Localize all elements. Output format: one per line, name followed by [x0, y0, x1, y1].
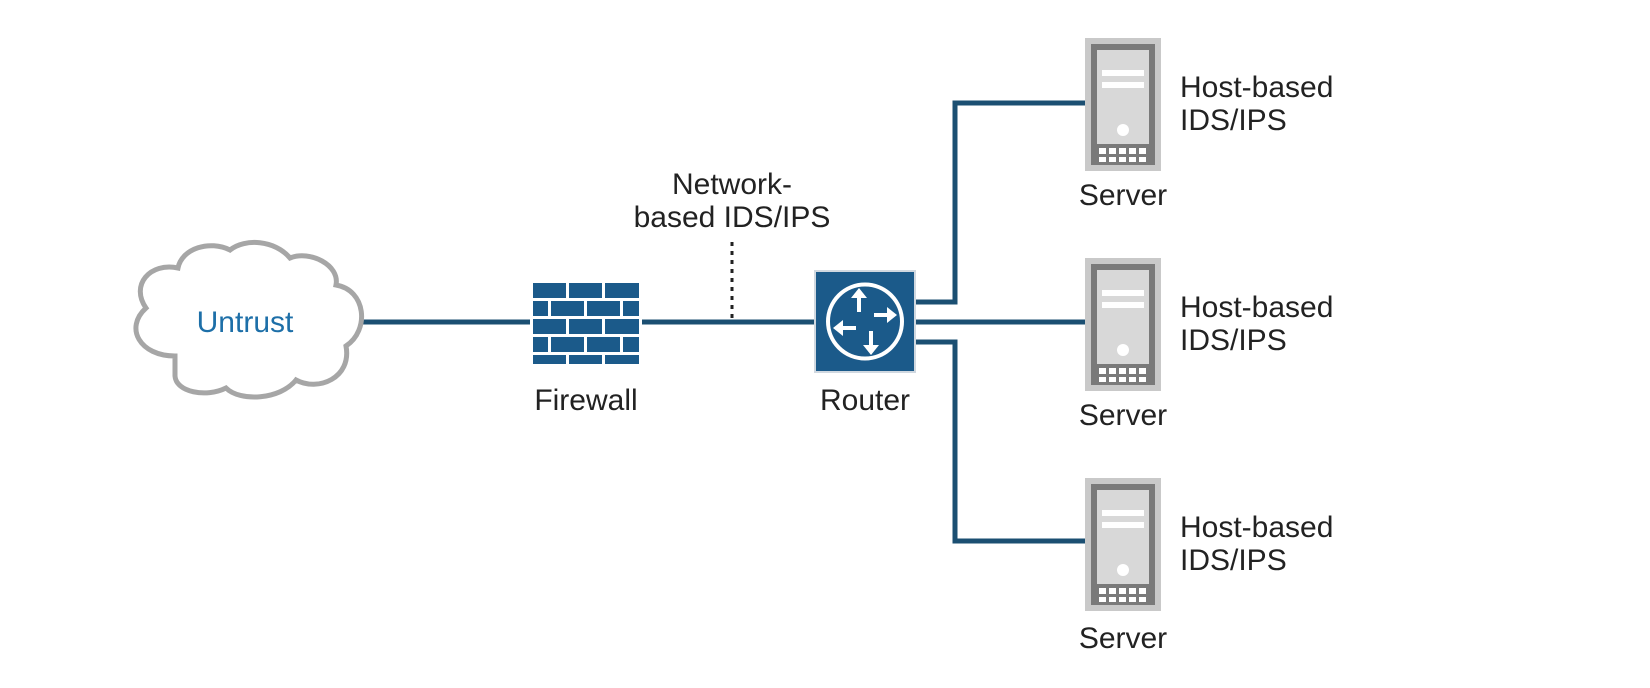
host-ids-label-line1: Host-based: [1180, 291, 1333, 324]
links: [362, 100, 1085, 544]
server-icon: [1085, 478, 1161, 611]
cloud-shape: [133, 239, 364, 400]
server-icon: [1085, 258, 1161, 391]
cloud-label: Untrust: [197, 306, 294, 339]
server-label: Server: [1079, 399, 1167, 432]
server-label: Server: [1079, 179, 1167, 212]
host-ids-label-line2: IDS/IPS: [1180, 544, 1287, 577]
host-ids-label-line1: Host-based: [1180, 511, 1333, 544]
network-ids-label-line1: Network-: [672, 168, 792, 201]
network-ids-label-line2: based IDS/IPS: [634, 201, 831, 234]
server-2: Server Host-based IDS/IPS: [1079, 258, 1333, 432]
host-ids-label-line1: Host-based: [1180, 71, 1333, 104]
server-icon: [1085, 38, 1161, 171]
server-label: Server: [1079, 622, 1167, 655]
link-router-server-1: [915, 100, 1085, 305]
link-router-server-3: [915, 339, 1085, 544]
untrust-cloud: Untrust: [133, 239, 364, 400]
host-ids-label-line2: IDS/IPS: [1180, 324, 1287, 357]
server-1: Server Host-based IDS/IPS: [1079, 38, 1333, 212]
router-icon: [814, 270, 916, 373]
router-label: Router: [820, 384, 910, 417]
firewall-icon: [530, 280, 642, 366]
host-ids-label-line2: IDS/IPS: [1180, 104, 1287, 137]
firewall-label: Firewall: [534, 384, 637, 417]
server-3: Server Host-based IDS/IPS: [1079, 478, 1333, 655]
